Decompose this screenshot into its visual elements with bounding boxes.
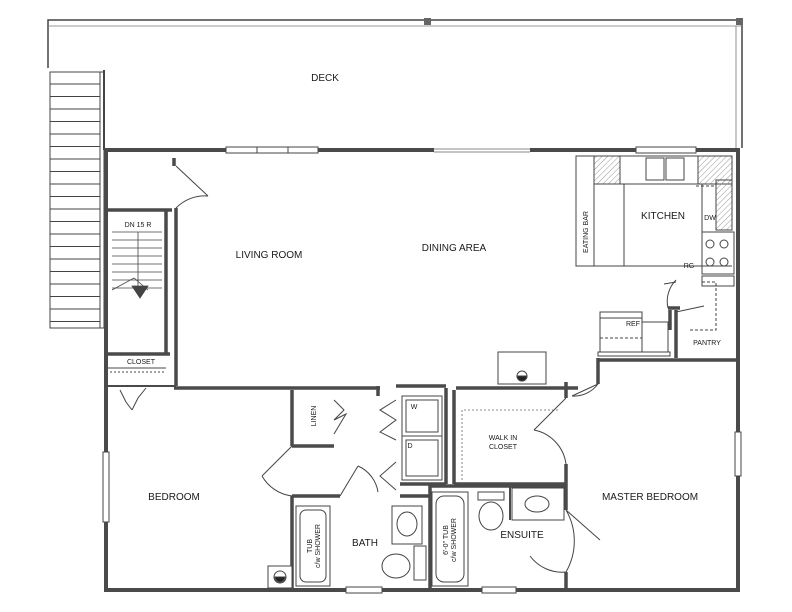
label-walk-in-2: CLOSET [489,444,518,451]
label-stairs: DN 15 R [125,222,152,229]
label-tub-1: TUB [307,539,314,553]
deck-stairs [49,70,105,329]
interior-stairs [111,231,162,299]
label-master-bedroom: MASTER BEDROOM [602,492,698,503]
label-kitchen: KITCHEN [641,211,685,222]
label-dishwasher: DW [704,215,716,222]
label-dining-area: DINING AREA [422,243,487,254]
label-living-room: LIVING ROOM [236,250,303,261]
label-ensuite-tub-1: 6'-0" TUB [443,525,450,555]
deck-area [47,18,743,329]
label-bedroom: BEDROOM [148,492,200,503]
post-marker [736,18,743,25]
interior-walls [108,158,740,590]
laundry [401,395,443,481]
walk-in-shelf [461,409,560,484]
wood-stove [497,351,547,385]
label-bath: BATH [352,538,378,549]
post-marker [424,18,431,25]
label-dryer: D [407,443,412,450]
label-eating-bar: EATING BAR [583,211,590,253]
label-pantry: PANTRY [693,340,721,347]
label-walk-in-1: WALK IN [489,435,518,442]
doors [175,165,705,573]
label-ensuite: ENSUITE [500,530,544,541]
label-closet: CLOSET [127,359,156,366]
bifold-doors [119,387,397,491]
room-labels: DECK LIVING ROOM DINING AREA KITCHEN EAT… [127,73,721,549]
fixture-labels: DN 15 R DW RG REF W D TUB c/w SHOWER 6'-… [125,215,717,568]
label-range: RG [684,263,695,270]
ensuite-fixtures [431,487,565,587]
bath-fixtures [267,505,427,589]
label-washer: W [411,404,418,411]
label-tub-2: c/w SHOWER [315,524,322,568]
label-refrigerator: REF [626,321,640,328]
exterior-walls [104,148,740,592]
label-deck: DECK [311,73,339,84]
label-ensuite-tub-2: c/w SHOWER [451,518,458,562]
label-linen: LINEN [311,406,318,427]
windows [102,146,742,594]
kitchen-counters [575,155,735,357]
